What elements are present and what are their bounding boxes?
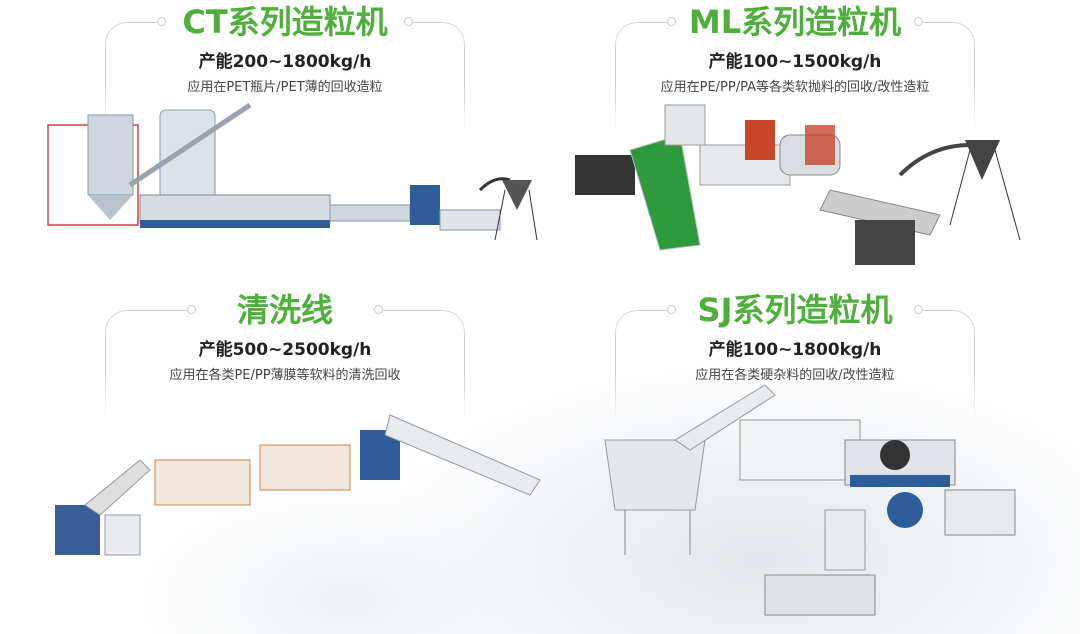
product-washing-line: 清洗线 产能500~2500kg/h 应用在各类PE/PP薄膜等软料的清洗回收	[105, 288, 465, 420]
ct-granulator-image	[47, 102, 538, 241]
product-application: 应用在各类PE/PP薄膜等软料的清洗回收	[169, 368, 401, 383]
product-ct-series: CT系列造粒机 产能200~1800kg/h 应用在PET瓶片/PET薄的回收造…	[105, 0, 465, 132]
product-capacity: 产能200~1800kg/h	[198, 52, 372, 72]
product-title: SJ系列造粒机	[697, 291, 893, 329]
product-sj-series: SJ系列造粒机 产能100~1800kg/h 应用在各类硬杂料的回收/改性造粒	[615, 288, 975, 420]
sj-granulator-image	[604, 384, 1016, 616]
ml-granulator-image	[575, 104, 1021, 265]
washing-line-image	[55, 414, 541, 556]
product-capacity: 产能100~1800kg/h	[708, 340, 882, 360]
product-application: 应用在PET瓶片/PET薄的回收造粒	[187, 80, 383, 95]
product-title: CT系列造粒机	[182, 3, 388, 41]
product-capacity: 产能500~2500kg/h	[198, 340, 372, 360]
product-application: 应用在PE/PP/PA等各类软抛料的回收/改性造粒	[660, 80, 930, 95]
product-title: 清洗线	[236, 291, 333, 329]
product-application: 应用在各类硬杂料的回收/改性造粒	[695, 368, 895, 383]
product-title: ML系列造粒机	[688, 3, 902, 41]
product-ml-series: ML系列造粒机 产能100~1500kg/h 应用在PE/PP/PA等各类软抛料…	[615, 0, 975, 132]
product-capacity: 产能100~1500kg/h	[708, 52, 882, 72]
